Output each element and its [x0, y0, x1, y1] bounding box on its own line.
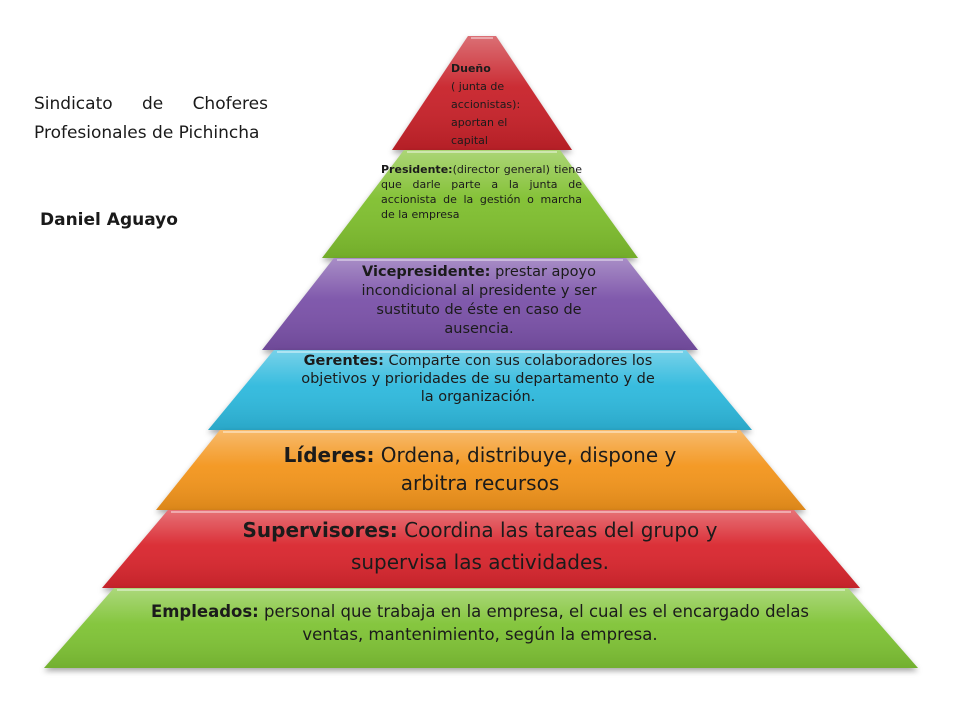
author-name: Daniel Aguayo [40, 210, 178, 230]
level-president-label: Presidente: [381, 163, 453, 176]
organization-title: Sindicato de Choferes Profesionales de P… [34, 94, 268, 143]
level-owner-desc: ( junta de accionistas): aportan el capi… [451, 80, 521, 147]
level-president-text: Presidente:(director general) tiene que … [381, 162, 582, 222]
level-managers-desc: Comparte con sus colaboradores los objet… [301, 353, 655, 405]
level-vicepresident-label: Vicepresidente: [362, 264, 491, 280]
tier-gloss-owner [392, 36, 572, 150]
level-leaders-text: Líderes: Ordena, distribuye, dispone y a… [255, 441, 705, 497]
level-president-desc: (director general) tiene que darle parte… [381, 163, 582, 221]
level-employees-desc: personal que trabaja en la empresa, el c… [258, 602, 810, 644]
level-leaders-desc: Ordena, distribuye, dispone y arbitra re… [374, 443, 677, 495]
level-managers-label: Gerentes: [303, 353, 384, 369]
tier-gloss-managers [208, 350, 752, 430]
tier-gloss-employees [44, 588, 918, 668]
tier-gloss-supervisors [102, 510, 860, 588]
level-supervisors-desc: Coordina las tareas del grupo y supervis… [350, 518, 718, 574]
level-vicepresident-desc: prestar apoyo incondicional al president… [361, 264, 597, 337]
level-vicepresident-text: Vicepresidente: prestar apoyo incondicio… [356, 263, 602, 339]
level-supervisors-label: Supervisores: [242, 518, 398, 542]
level-leaders-label: Líderes: [283, 443, 375, 467]
level-owner-text: Dueño ( junta de accionistas): aportan e… [451, 60, 546, 150]
level-owner-label: Dueño [451, 62, 491, 75]
level-employees-label: Empleados: [150, 602, 259, 621]
level-managers-text: Gerentes: Comparte con sus colaboradores… [300, 352, 656, 406]
tier-gloss-president [322, 150, 638, 258]
level-supervisors-text: Supervisores: Coordina las tareas del gr… [224, 514, 736, 578]
level-employees-text: Empleados: personal que trabaja en la em… [150, 600, 810, 646]
tier-gloss-vicepresident [262, 258, 698, 350]
tier-gloss-leaders [156, 430, 806, 510]
